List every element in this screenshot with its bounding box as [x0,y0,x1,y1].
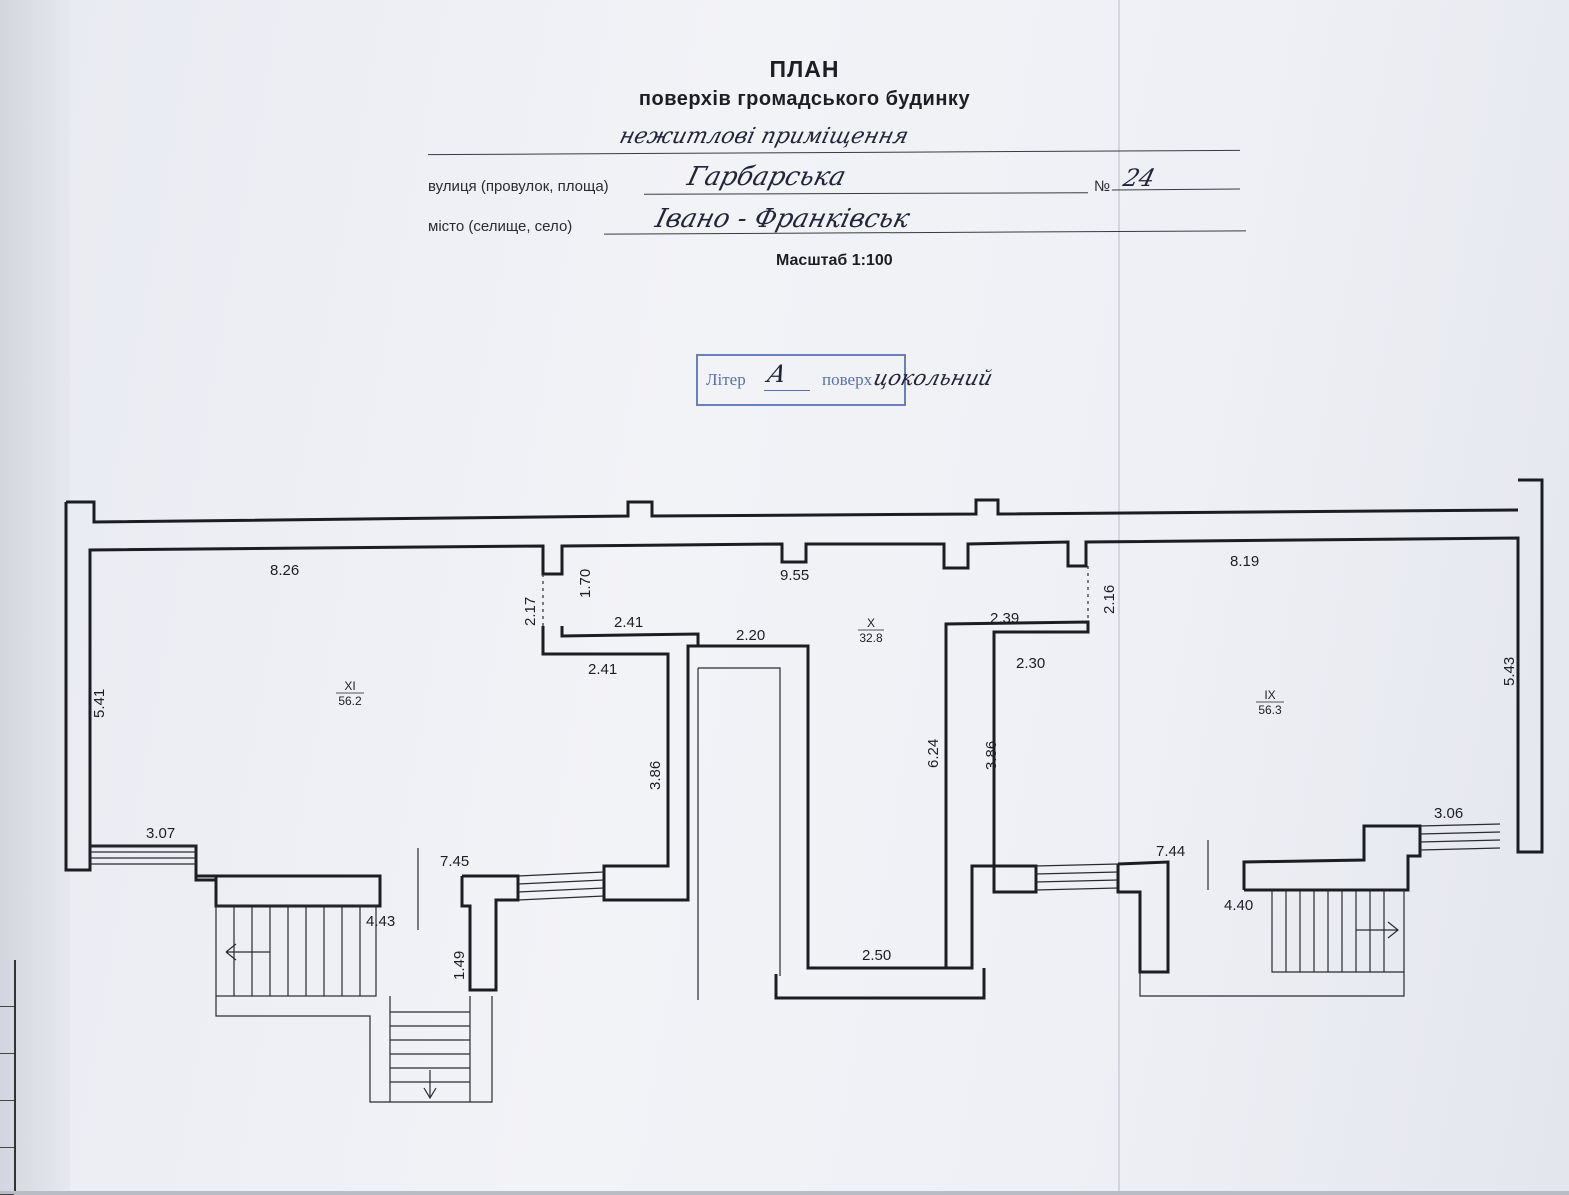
street-label: вулиця (провулок, площа) [428,178,609,195]
dim-2-50: 2.50 [862,947,891,964]
document-title: ПЛАН [769,56,840,82]
dim-5-43: 5.43 [1501,657,1518,686]
room-label-xi: XI 56.2 [336,679,364,708]
stairs-left [215,905,493,1103]
liter-floor-stamp: Літер А поверх [696,354,906,406]
dim-3-86-left: 3.86 [647,761,664,790]
dim-5-41: 5.41 [91,689,108,718]
stamp-floor-label: поверх [822,370,873,389]
dim-7-44: 7.44 [1156,843,1185,860]
dim-2-17: 2.17 [522,597,539,626]
dim-1-70: 1.70 [577,569,594,598]
city-label: місто (селище, село) [428,218,573,235]
window-openings [90,823,1501,901]
document-sheet [70,0,1569,1191]
dim-4-40: 4.40 [1224,897,1253,914]
dim-2-16: 2.16 [1101,585,1118,614]
corridor-inner-block [697,667,781,1000]
room-label-ix: IX 56.3 [1256,688,1284,717]
room-xi-area: 56.2 [338,694,362,708]
dim-4-43: 4.43 [366,913,395,930]
dim-2-41-top: 2.41 [614,614,643,631]
room-x-id: X [867,616,875,630]
outer-wall-top [64,478,1544,872]
dim-2-41-bottom: 2.41 [588,661,617,678]
dim-1-49: 1.49 [451,951,468,980]
room-x-area: 32.8 [859,631,883,645]
room-xi-stair-block [194,846,520,992]
dim-9-55: 9.55 [780,567,809,584]
dim-8-19: 8.19 [1230,553,1259,570]
room-ix-area: 56.3 [1258,703,1282,717]
paper-fold [1118,0,1120,1191]
dim-3-86-right: 3.86 [983,741,1000,770]
outer-wall-line [66,498,1519,524]
stairs-right [1139,890,1405,997]
scale-label: Масштаб 1:100 [776,252,893,269]
dim-3-07: 3.07 [146,825,175,842]
dim-2-20: 2.20 [736,627,765,644]
room-label-x: X 32.8 [858,616,884,645]
stamp-liter-underline [764,390,810,391]
dim-3-06: 3.06 [1434,805,1463,822]
room-ix-id: IX [1264,688,1275,702]
document-subtitle: поверхів громадського будинку [638,88,971,110]
stamp-liter-label: Літер [706,370,746,389]
room-xi-id: XI [344,679,355,693]
dim-2-30: 2.30 [1016,655,1045,672]
corridor-x-walls [560,626,986,1000]
dim-8-26: 8.26 [270,562,299,579]
dim-6-24: 6.24 [925,739,942,768]
dim-2-39: 2.39 [990,610,1019,627]
dim-7-45: 7.45 [440,853,469,870]
number-label: № [1094,178,1111,195]
